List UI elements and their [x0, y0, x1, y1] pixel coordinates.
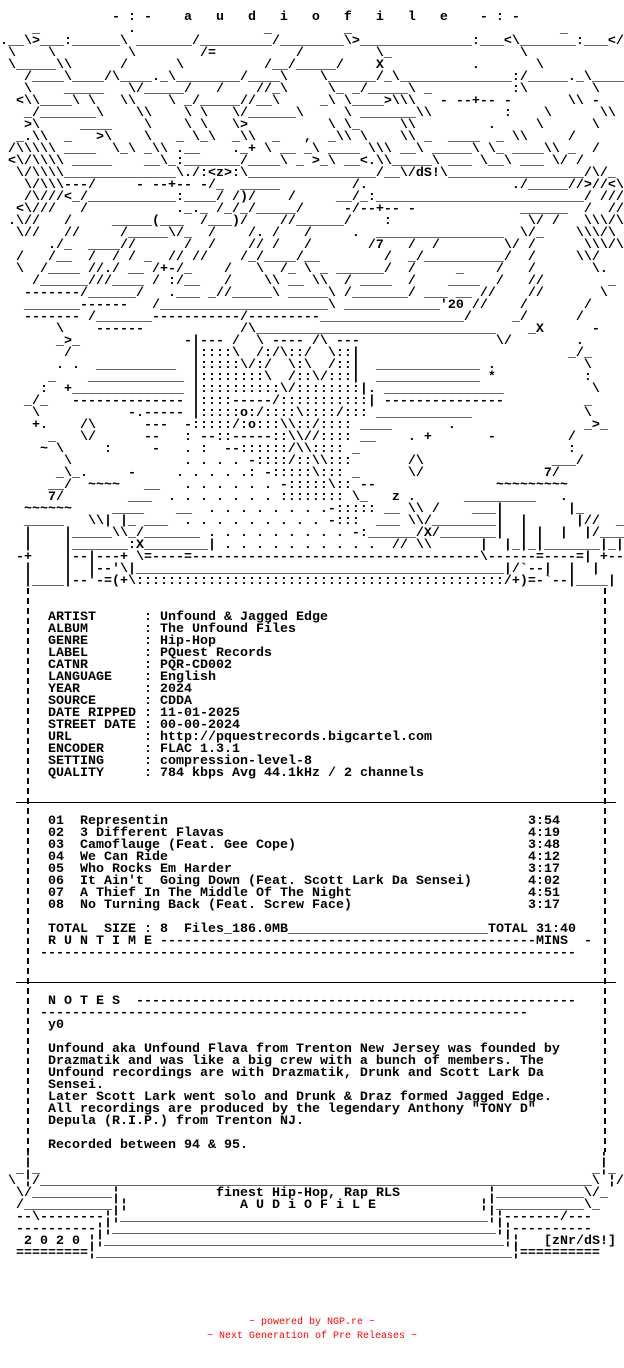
- track-title: Camoflauge (Feat. Gee Cope): [80, 838, 296, 853]
- info-label: DATE RIPPED: [48, 706, 136, 721]
- footer-ascii-art: ¦ ¦ _¦_ _¦_ \ ¦/________________________…: [0, 1152, 624, 1260]
- powered-by-credit: ~ powered by NGP.re ~: [248, 1317, 376, 1328]
- header-title: - : - a u d i o f i l e - : -: [0, 10, 520, 25]
- info-colon: :: [144, 706, 152, 721]
- mins-label: MINS: [536, 934, 568, 949]
- info-value: 00-00-2024: [160, 718, 240, 733]
- info-colon: :: [144, 682, 152, 697]
- info-colon: :: [144, 634, 152, 649]
- info-colon: :: [144, 694, 152, 709]
- track-number: 07: [48, 886, 64, 901]
- track-time: 3:48: [528, 838, 560, 853]
- total-size: 186.0MB: [232, 922, 288, 937]
- mins-dash: -: [584, 934, 592, 949]
- track-title: It Ain't Going Down (Feat. Scott Lark Da…: [80, 874, 472, 889]
- track-number: 08: [48, 898, 64, 913]
- runtime-dashes: ----------------------------------------…: [160, 934, 536, 949]
- fill-line: _________________________: [288, 922, 488, 937]
- track-title: 3 Different Flavas: [80, 826, 224, 841]
- total-runtime: 31:40: [536, 922, 576, 937]
- track-title: No Turning Back (Feat. Screw Face): [80, 898, 352, 913]
- info-label: URL: [48, 730, 72, 745]
- info-colon: :: [144, 670, 152, 685]
- track-number: 02: [48, 826, 64, 841]
- info-label: GENRE: [48, 634, 88, 649]
- footer-year: 2 0 2 0: [24, 1234, 80, 1249]
- info-label: ENCODER: [48, 742, 104, 757]
- track-time: 4:19: [528, 826, 560, 841]
- track-time: 3:17: [528, 898, 560, 913]
- info-colon: :: [144, 622, 152, 637]
- info-value: 784 kbps Avg 44.1kHz / 2 channels: [160, 766, 424, 781]
- next-generation-credit: ~ Next Generation of Pre Releases ~: [206, 1331, 418, 1342]
- info-colon: :: [144, 658, 152, 673]
- info-colon: :: [144, 742, 152, 757]
- info-colon: :: [144, 754, 152, 769]
- section-divider: [16, 982, 616, 983]
- track-title: Who Rocks Em Harder: [80, 862, 232, 877]
- info-value: The Unfound Files: [160, 622, 296, 637]
- track-time: 4:51: [528, 886, 560, 901]
- info-label: QUALITY: [48, 766, 104, 781]
- info-label: ALBUM: [48, 622, 88, 637]
- info-value: CDDA: [160, 694, 192, 709]
- info-value[interactable]: http://pquestrecords.bigcartel.com: [160, 730, 432, 745]
- info-label: LANGUAGE: [48, 670, 112, 685]
- info-label: ARTIST: [48, 610, 96, 625]
- notes-greeting: y0: [48, 1018, 64, 1033]
- track-number: 05: [48, 862, 64, 877]
- header-ascii-art: _ . _ _ _ _ .__\>___:______\ _______/___…: [0, 22, 624, 588]
- track-title: Representin: [80, 814, 168, 829]
- info-value: 2024: [160, 682, 192, 697]
- info-value: English: [160, 670, 216, 685]
- info-value: compression-level-8: [160, 754, 312, 769]
- info-label: STREET DATE: [48, 718, 136, 733]
- footer-group: [zNr/dS!]: [544, 1234, 616, 1249]
- section-divider: [16, 802, 616, 803]
- info-colon: :: [144, 718, 152, 733]
- notes-recorded: Recorded between 94 & 95.: [48, 1138, 248, 1153]
- total-size-label: TOTAL SIZE :: [48, 922, 152, 937]
- files-label: Files_: [184, 922, 232, 937]
- box-left-border: [27, 588, 29, 1164]
- track-number: 03: [48, 838, 64, 853]
- info-value: FLAC 1.3.1: [160, 742, 240, 757]
- info-colon: :: [144, 610, 152, 625]
- track-time: 3:17: [528, 862, 560, 877]
- track-number: 01: [48, 814, 64, 829]
- info-label: YEAR: [48, 682, 80, 697]
- info-colon: :: [144, 730, 152, 745]
- track-time: 4:02: [528, 874, 560, 889]
- track-time: 4:12: [528, 850, 560, 865]
- bottom-dashes: ----------------------------------------…: [40, 946, 576, 961]
- info-label: CATNR: [48, 658, 88, 673]
- track-time: 3:54: [528, 814, 560, 829]
- track-number: 04: [48, 850, 64, 865]
- info-label: SETTING: [48, 754, 104, 769]
- info-colon: :: [144, 766, 152, 781]
- info-label: LABEL: [48, 646, 88, 661]
- info-value: PQuest Records: [160, 646, 272, 661]
- track-title: A Thief In The Middle Of The Night: [80, 886, 352, 901]
- info-value: 11-01-2025: [160, 706, 240, 721]
- notes-heading: N O T E S: [48, 994, 120, 1009]
- info-colon: :: [144, 646, 152, 661]
- box-right-border: [604, 588, 606, 1164]
- footer-brand: A U D i O F i L E: [240, 1198, 376, 1213]
- total-label: TOTAL: [488, 922, 528, 937]
- footer-tagline: finest Hip-Hop, Rap RLS: [216, 1186, 400, 1201]
- track-title: We Can Ride: [80, 850, 168, 865]
- info-value: PQR-CD002: [160, 658, 232, 673]
- track-number: 06: [48, 874, 64, 889]
- info-value: Hip-Hop: [160, 634, 216, 649]
- files-count: 8: [160, 922, 168, 937]
- info-value: Unfound & Jagged Edge: [160, 610, 328, 625]
- info-label: SOURCE: [48, 694, 96, 709]
- notes-under-dashes: ----------------------------------------…: [40, 1006, 528, 1021]
- runtime-label: R U N T I M E: [48, 934, 152, 949]
- notes-paragraph: Unfound aka Unfound Flava from Trenton N…: [48, 1042, 560, 1129]
- notes-heading-dashes: ----------------------------------------…: [136, 994, 576, 1009]
